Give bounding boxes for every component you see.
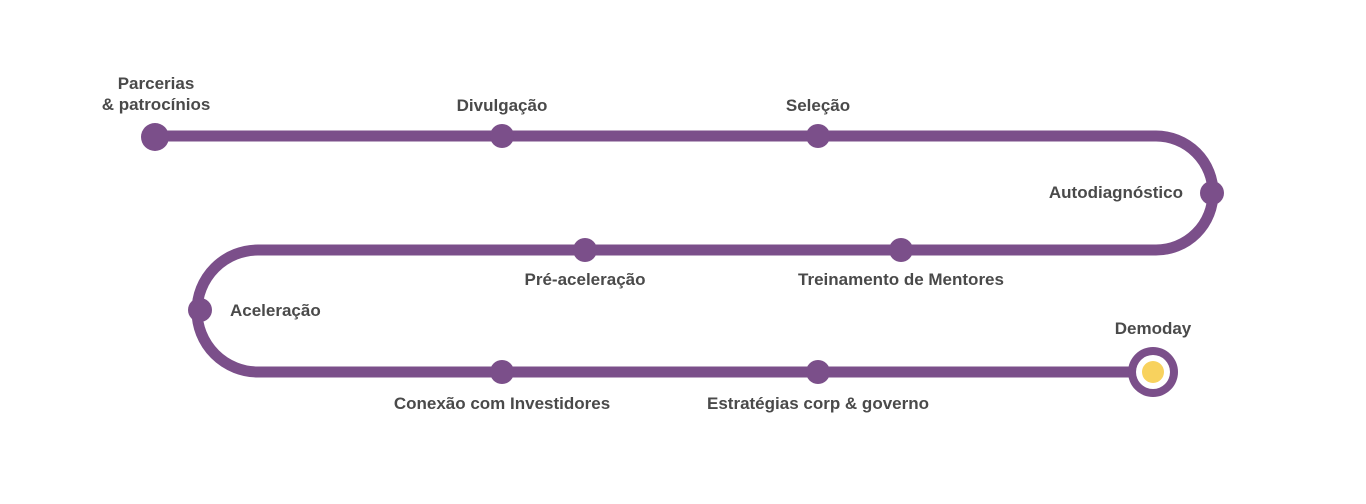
step-node-aceleracao bbox=[188, 298, 212, 322]
step-node-pre-aceleracao bbox=[573, 238, 597, 262]
step-label-estrategias: Estratégias corp & governo bbox=[706, 394, 930, 413]
step-node-estrategias bbox=[806, 360, 830, 384]
step-node-autodiagnostico bbox=[1200, 181, 1224, 205]
step-label-divulgacao: Divulgação bbox=[456, 96, 548, 115]
step-node-treinamento bbox=[889, 238, 913, 262]
step-label-demoday: Demoday bbox=[1114, 319, 1192, 338]
step-node-parcerias bbox=[141, 123, 169, 151]
timeline-track bbox=[149, 130, 1219, 378]
step-label-autodiagnostico: Autodiagnóstico bbox=[1048, 183, 1183, 202]
step-label-selecao: Seleção bbox=[785, 96, 851, 115]
step-node-demoday bbox=[1142, 361, 1164, 383]
step-node-selecao bbox=[806, 124, 830, 148]
step-node-conexao bbox=[490, 360, 514, 384]
step-label-pre-aceleracao: Pré-aceleração bbox=[524, 270, 646, 289]
step-label-treinamento: Treinamento de Mentores bbox=[798, 270, 1004, 289]
step-label-conexao: Conexão com Investidores bbox=[393, 394, 611, 413]
step-label-parcerias: Parcerias & patrocínios bbox=[101, 74, 211, 114]
step-node-divulgacao bbox=[490, 124, 514, 148]
step-label-aceleracao: Aceleração bbox=[230, 301, 321, 320]
